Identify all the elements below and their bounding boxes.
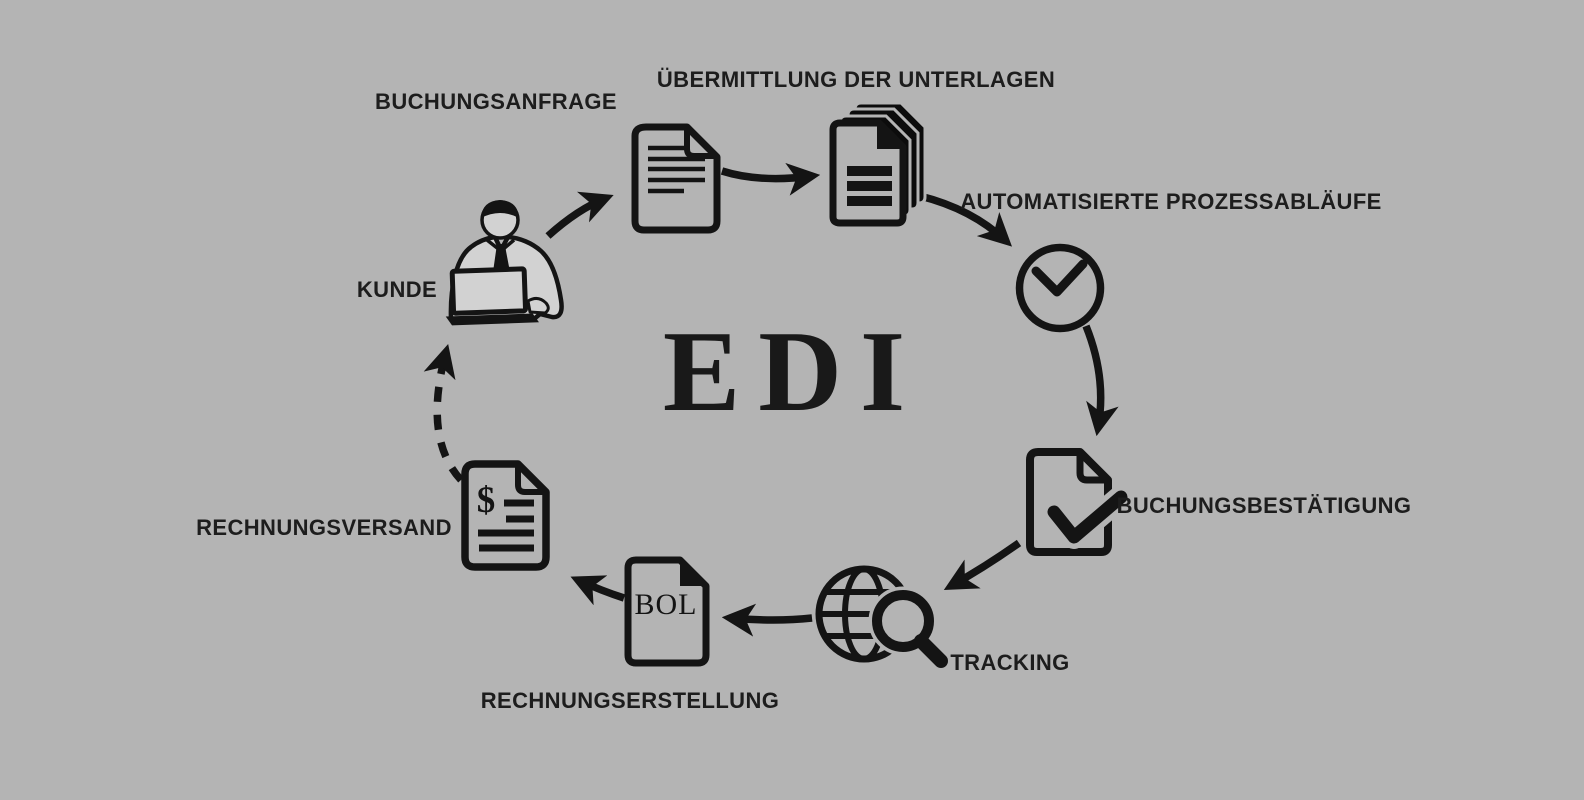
- arrow-buchungsanfrage-to-uebermittlung: [720, 162, 821, 196]
- node-label-kunde: KUNDE: [356, 277, 438, 302]
- document-icon: [631, 123, 721, 234]
- clock-check-icon: [1015, 243, 1105, 333]
- node-label-buchungsbestaetigung: BUCHUNGSBESTÄTIGUNG: [1116, 493, 1412, 518]
- dollar-sign: $: [477, 480, 496, 521]
- person-laptop-icon: [445, 200, 564, 326]
- arrow-uebermittlung-to-automatisierte: [919, 192, 1013, 247]
- node-label-tracking: TRACKING: [950, 650, 1070, 675]
- arrow-rechnungsversand-to-kunde-dashed: [423, 344, 464, 483]
- node-label-rechnungsversand: RECHNUNGSVERSAND: [196, 515, 452, 540]
- bol-text: BOL: [635, 588, 698, 621]
- diagram-title: EDI: [662, 308, 924, 436]
- arrow-tracking-to-rechnungserstellung: [721, 603, 813, 637]
- arrow-buchungsbestaetigung-to-tracking: [943, 539, 1022, 591]
- arrow-rechnungserstellung-to-rechnungsversand: [570, 575, 626, 606]
- node-label-automatisierte: AUTOMATISIERTE PROZESSABLÄUFE: [960, 189, 1382, 214]
- node-label-buchungsanfrage: BUCHUNGSANFRAGE: [375, 89, 617, 114]
- flow-arrows: [423, 162, 1119, 637]
- document-check-icon: [1026, 448, 1133, 556]
- bol-document-icon: BOL: [624, 556, 710, 667]
- document-stack-icon: [829, 101, 927, 227]
- node-label-uebermittlung: ÜBERMITTLUNG DER UNTERLAGEN: [656, 67, 1056, 92]
- node-label-rechnungserstellung: RECHNUNGSERSTELLUNG: [480, 688, 780, 713]
- globe-search-icon: [815, 565, 957, 677]
- invoice-document-icon: $: [461, 460, 550, 571]
- arrow-automatisierte-to-buchungsbestaetigung: [1082, 324, 1119, 437]
- arrow-kunde-to-buchungsanfrage: [545, 191, 614, 239]
